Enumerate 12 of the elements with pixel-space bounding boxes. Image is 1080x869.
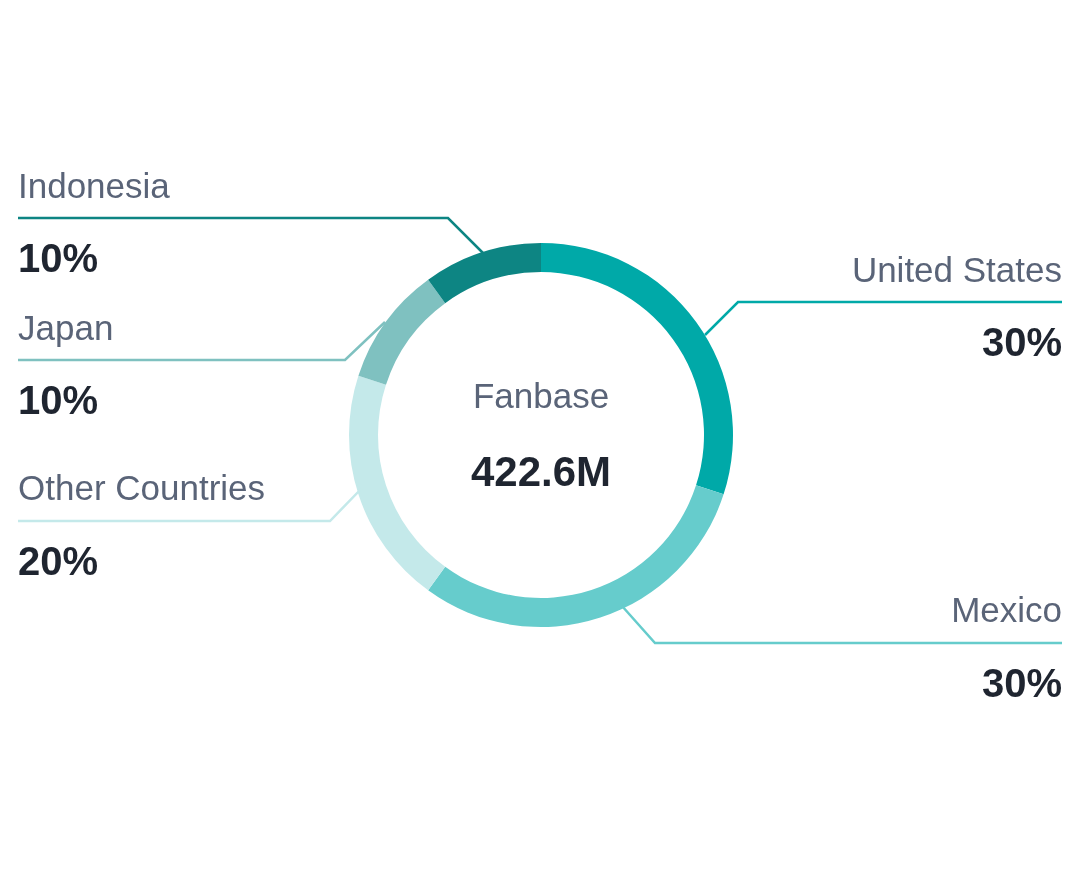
category-label: United States	[851, 250, 1062, 290]
center-title: Fanbase	[472, 376, 610, 416]
center-total: 422.6M	[470, 448, 612, 496]
category-label: Japan	[18, 308, 114, 348]
percentage-label: 10%	[18, 235, 99, 281]
percentage-label: 30%	[981, 660, 1062, 706]
percentage-label: 10%	[18, 377, 99, 423]
category-label: Indonesia	[18, 166, 170, 206]
category-label: Other Countries	[18, 468, 266, 508]
category-label: Mexico	[951, 590, 1062, 630]
percentage-label: 20%	[18, 538, 99, 584]
percentage-label: 30%	[981, 319, 1062, 365]
